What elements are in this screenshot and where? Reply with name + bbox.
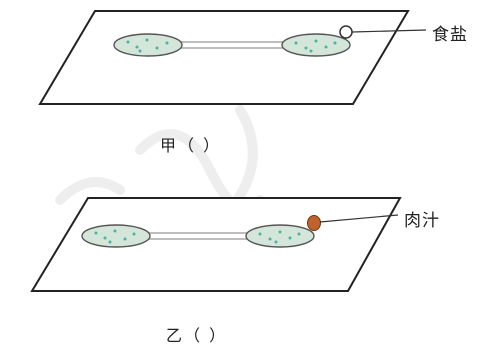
salt-label: 食盐 bbox=[432, 25, 468, 45]
salt-pointer-line bbox=[351, 29, 427, 33]
glass-slide-b bbox=[30, 197, 402, 292]
organisms-a bbox=[126, 38, 337, 53]
culture-drop-left-b bbox=[81, 224, 151, 248]
culture-drop-right-a bbox=[281, 33, 351, 57]
caption-b: 乙（ ） bbox=[166, 326, 228, 345]
watermark bbox=[55, 105, 265, 215]
caption-a: 甲（ ） bbox=[160, 136, 222, 155]
meat-juice-drop bbox=[307, 215, 321, 231]
meat-juice-label: 肉汁 bbox=[404, 211, 440, 231]
culture-drop-left-a bbox=[113, 33, 183, 57]
slide-panel-b bbox=[30, 197, 402, 292]
connecting-channel-a bbox=[177, 41, 291, 49]
connecting-channel-b bbox=[146, 232, 256, 240]
juice-pointer-line bbox=[319, 214, 399, 223]
salt-crystal bbox=[339, 25, 353, 39]
organisms-b bbox=[94, 229, 301, 244]
slide-panel-a bbox=[38, 10, 427, 105]
culture-drop-right-b bbox=[245, 224, 315, 248]
glass-slide-a bbox=[38, 10, 410, 105]
